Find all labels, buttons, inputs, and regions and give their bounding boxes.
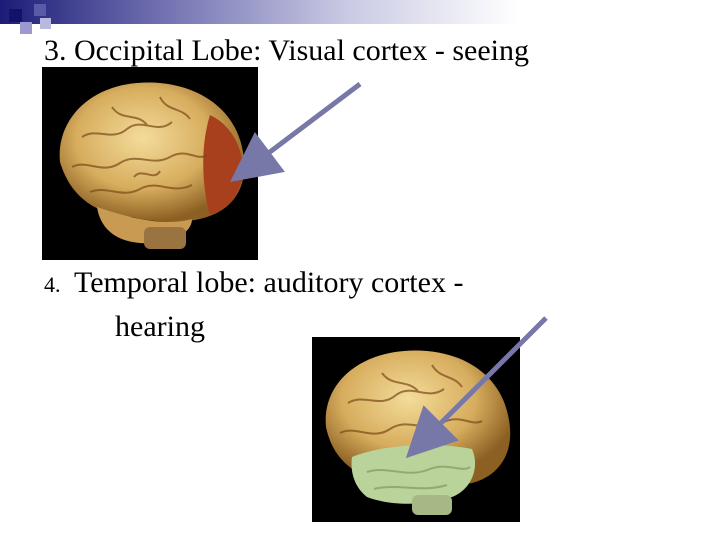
slide-heading: 3. Occipital Lobe: Visual cortex - seein…	[44, 34, 529, 67]
decor-square	[40, 18, 51, 29]
occipital-brain-image	[42, 67, 258, 260]
decor-square	[20, 22, 32, 34]
brain-illustration	[59, 82, 245, 249]
brain-illustration	[325, 350, 511, 515]
item-line1: Temporal lobe: auditory cortex -	[74, 266, 464, 299]
decor-square	[9, 9, 22, 22]
item-line2: hearing	[115, 310, 205, 343]
decor-square	[34, 4, 46, 16]
title-gradient-bar	[0, 0, 720, 24]
list-item-temporal: 4. Temporal lobe: auditory cortex - heari…	[44, 262, 463, 348]
occipital-arrow	[230, 82, 362, 183]
item-number: 4.	[44, 272, 61, 297]
temporal-brain-image	[312, 337, 520, 522]
